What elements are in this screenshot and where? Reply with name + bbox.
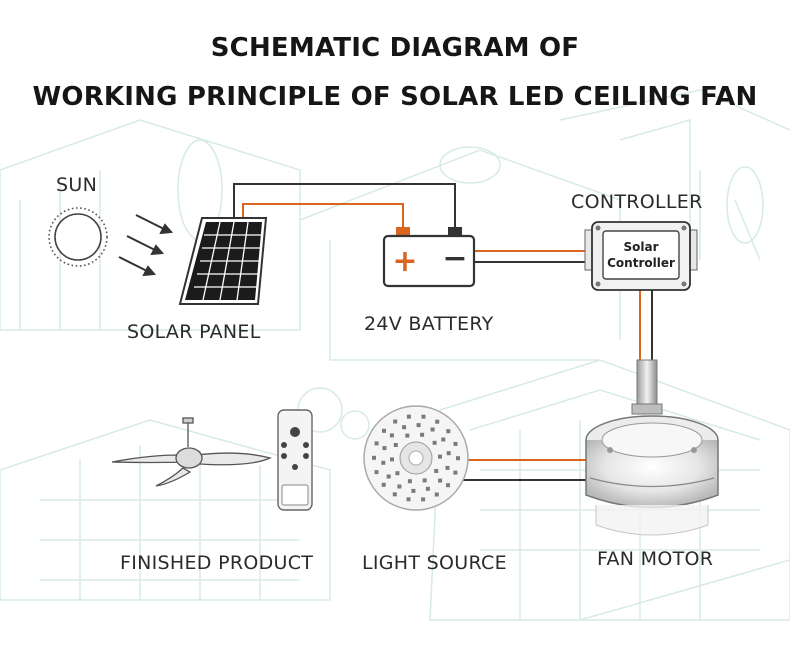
battery-icon: + − bbox=[382, 227, 476, 288]
led-chip bbox=[446, 429, 451, 434]
ceiling-fan-icon bbox=[111, 417, 272, 487]
led-chip bbox=[392, 492, 397, 497]
battery-positive-terminal: + bbox=[392, 244, 417, 279]
led-chip bbox=[405, 433, 410, 438]
led-chip bbox=[407, 479, 412, 484]
led-chip bbox=[382, 446, 387, 451]
label-solar-panel: SOLAR PANEL bbox=[127, 321, 261, 343]
led-chip bbox=[389, 433, 394, 438]
led-chip bbox=[446, 483, 450, 488]
sunlight-arrows bbox=[118, 214, 174, 277]
led-chip bbox=[411, 488, 416, 493]
diagram-title-line1: SCHEMATIC DIAGRAM OF bbox=[210, 33, 580, 63]
label-finished-product: FINISHED PRODUCT bbox=[120, 552, 314, 574]
led-chip bbox=[456, 456, 460, 461]
battery-negative-terminal: − bbox=[442, 241, 467, 276]
remote-control-icon bbox=[277, 409, 313, 511]
led-chip bbox=[435, 419, 440, 424]
led-chip bbox=[445, 465, 450, 470]
label-controller: CONTROLLER bbox=[571, 191, 703, 213]
label-light-source: LIGHT SOURCE bbox=[362, 552, 507, 574]
controller-icon: Solar Controller bbox=[584, 221, 698, 291]
led-chip bbox=[422, 478, 427, 483]
led-chip bbox=[421, 414, 426, 419]
led-chip bbox=[438, 454, 442, 459]
wiring bbox=[233, 183, 653, 481]
led-chip bbox=[432, 440, 437, 445]
led-chip bbox=[430, 427, 435, 432]
led-chip bbox=[446, 451, 451, 456]
led-chip bbox=[453, 441, 458, 446]
fan-motor-icon bbox=[585, 359, 719, 536]
led-chip bbox=[374, 441, 379, 446]
led-chip bbox=[381, 482, 386, 487]
led-chip bbox=[397, 484, 402, 489]
label-fan-motor: FAN MOTOR bbox=[597, 548, 714, 570]
led-chip bbox=[453, 470, 458, 475]
controller-face-line2: Controller bbox=[607, 256, 675, 270]
led-chip bbox=[390, 457, 394, 462]
solar-panel-icon bbox=[178, 217, 268, 305]
led-chip bbox=[381, 460, 386, 465]
led-chip bbox=[372, 455, 376, 460]
led-chip bbox=[402, 425, 407, 430]
background-sketch bbox=[0, 89, 790, 621]
led-chip bbox=[425, 486, 430, 491]
led-chip bbox=[393, 419, 398, 424]
led-chip bbox=[395, 471, 400, 476]
led-chip bbox=[438, 478, 443, 483]
controller-face-line1: Solar bbox=[623, 240, 658, 254]
label-sun: SUN bbox=[56, 174, 98, 196]
led-chip bbox=[434, 469, 439, 473]
led-chip bbox=[406, 497, 411, 502]
label-battery: 24V BATTERY bbox=[364, 313, 494, 335]
led-chip bbox=[434, 492, 439, 497]
led-chip bbox=[386, 474, 391, 479]
led-chip bbox=[382, 428, 386, 433]
led-light-source-icon bbox=[363, 405, 469, 511]
led-chip bbox=[416, 423, 421, 428]
led-chip bbox=[420, 432, 425, 437]
led-chip bbox=[421, 497, 426, 502]
led-chip bbox=[406, 414, 411, 419]
led-chip bbox=[393, 443, 398, 447]
diagram-title-line2: WORKING PRINCIPLE OF SOLAR LED CEILING F… bbox=[32, 82, 758, 112]
led-chip bbox=[374, 470, 379, 475]
sun-icon bbox=[48, 207, 108, 267]
led-chip bbox=[441, 437, 446, 442]
